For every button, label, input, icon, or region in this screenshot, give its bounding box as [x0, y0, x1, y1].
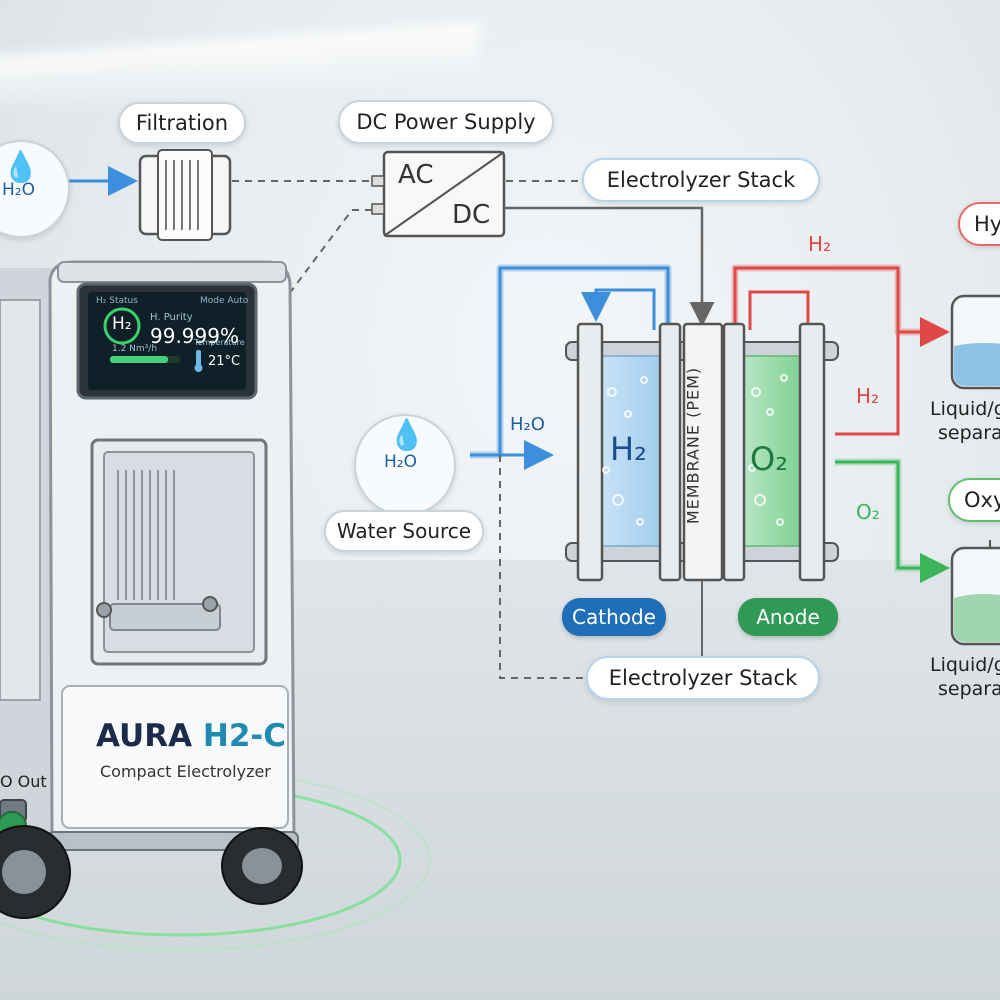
screen-temp-value: 21°C	[208, 354, 241, 369]
h2-top-flow-label: H₂	[808, 232, 832, 256]
device-brand-part2: H2-C	[202, 718, 287, 754]
aura-device-body	[0, 260, 303, 919]
filtration-label: Filtration	[118, 102, 246, 144]
separator-bottom-line1: Liquid/g	[930, 654, 1000, 676]
hydrogen-separator-tank	[950, 294, 1000, 390]
separator-bottom-line2: separat	[938, 678, 1000, 700]
filtration-unit	[138, 149, 232, 241]
oxygen-separator-tank	[950, 546, 1000, 646]
electrolyzer-cell	[565, 322, 839, 582]
electrolyzer-stack-label-top: Electrolyzer Stack	[582, 158, 820, 202]
oxygen-output-tag: Oxy	[948, 478, 1000, 522]
device-brand-part1: AURA	[96, 718, 193, 754]
screen-purity-label: H. Purity	[150, 312, 193, 323]
screen-header: H₂ Status	[96, 296, 138, 306]
h2o-inflow-label: H₂O	[510, 414, 545, 435]
separator-top-line1: Liquid/g	[930, 398, 1000, 420]
screen-gas-symbol: H₂	[112, 314, 132, 334]
converter-ac-text: AC	[398, 160, 434, 190]
anode-badge: Anode	[738, 598, 838, 636]
ac-dc-converter	[371, 150, 506, 238]
screen-temp-label: Temperature	[194, 338, 245, 347]
screen-flow-label: 1.2 Nm³/h	[112, 344, 158, 354]
membrane-label: MEMBRANE (PEM)	[683, 366, 703, 525]
separator-top-line2: separat	[938, 422, 1000, 444]
water-source-drop-icon: 💧	[388, 418, 426, 453]
h2-right-flow-label: H₂	[856, 384, 880, 408]
screen-header-right: Mode Auto	[200, 296, 249, 306]
water-inlet-text: H₂O	[2, 180, 35, 200]
electrolyzer-stack-label-bottom: Electrolyzer Stack	[586, 656, 820, 700]
dc-power-supply-label: DC Power Supply	[338, 100, 554, 144]
water-source-label: Water Source	[324, 510, 484, 552]
cathode-badge: Cathode	[562, 598, 666, 636]
cell-h2-label: H₂	[610, 430, 647, 468]
water-drop-icon: 💧	[2, 150, 40, 185]
hydrogen-output-tag: Hy	[958, 202, 1000, 246]
device-side-label: O Out	[0, 772, 47, 791]
o2-right-flow-label: O₂	[856, 500, 880, 524]
cell-o2-label: O₂	[750, 440, 789, 478]
screen-purity-value: 99.999%	[150, 324, 239, 348]
device-subtitle: Compact Electrolyzer	[100, 762, 271, 781]
device-brand: AURA H2-C	[96, 718, 286, 754]
water-source-icon-text: H₂O	[384, 452, 417, 472]
converter-dc-text: DC	[452, 200, 491, 230]
